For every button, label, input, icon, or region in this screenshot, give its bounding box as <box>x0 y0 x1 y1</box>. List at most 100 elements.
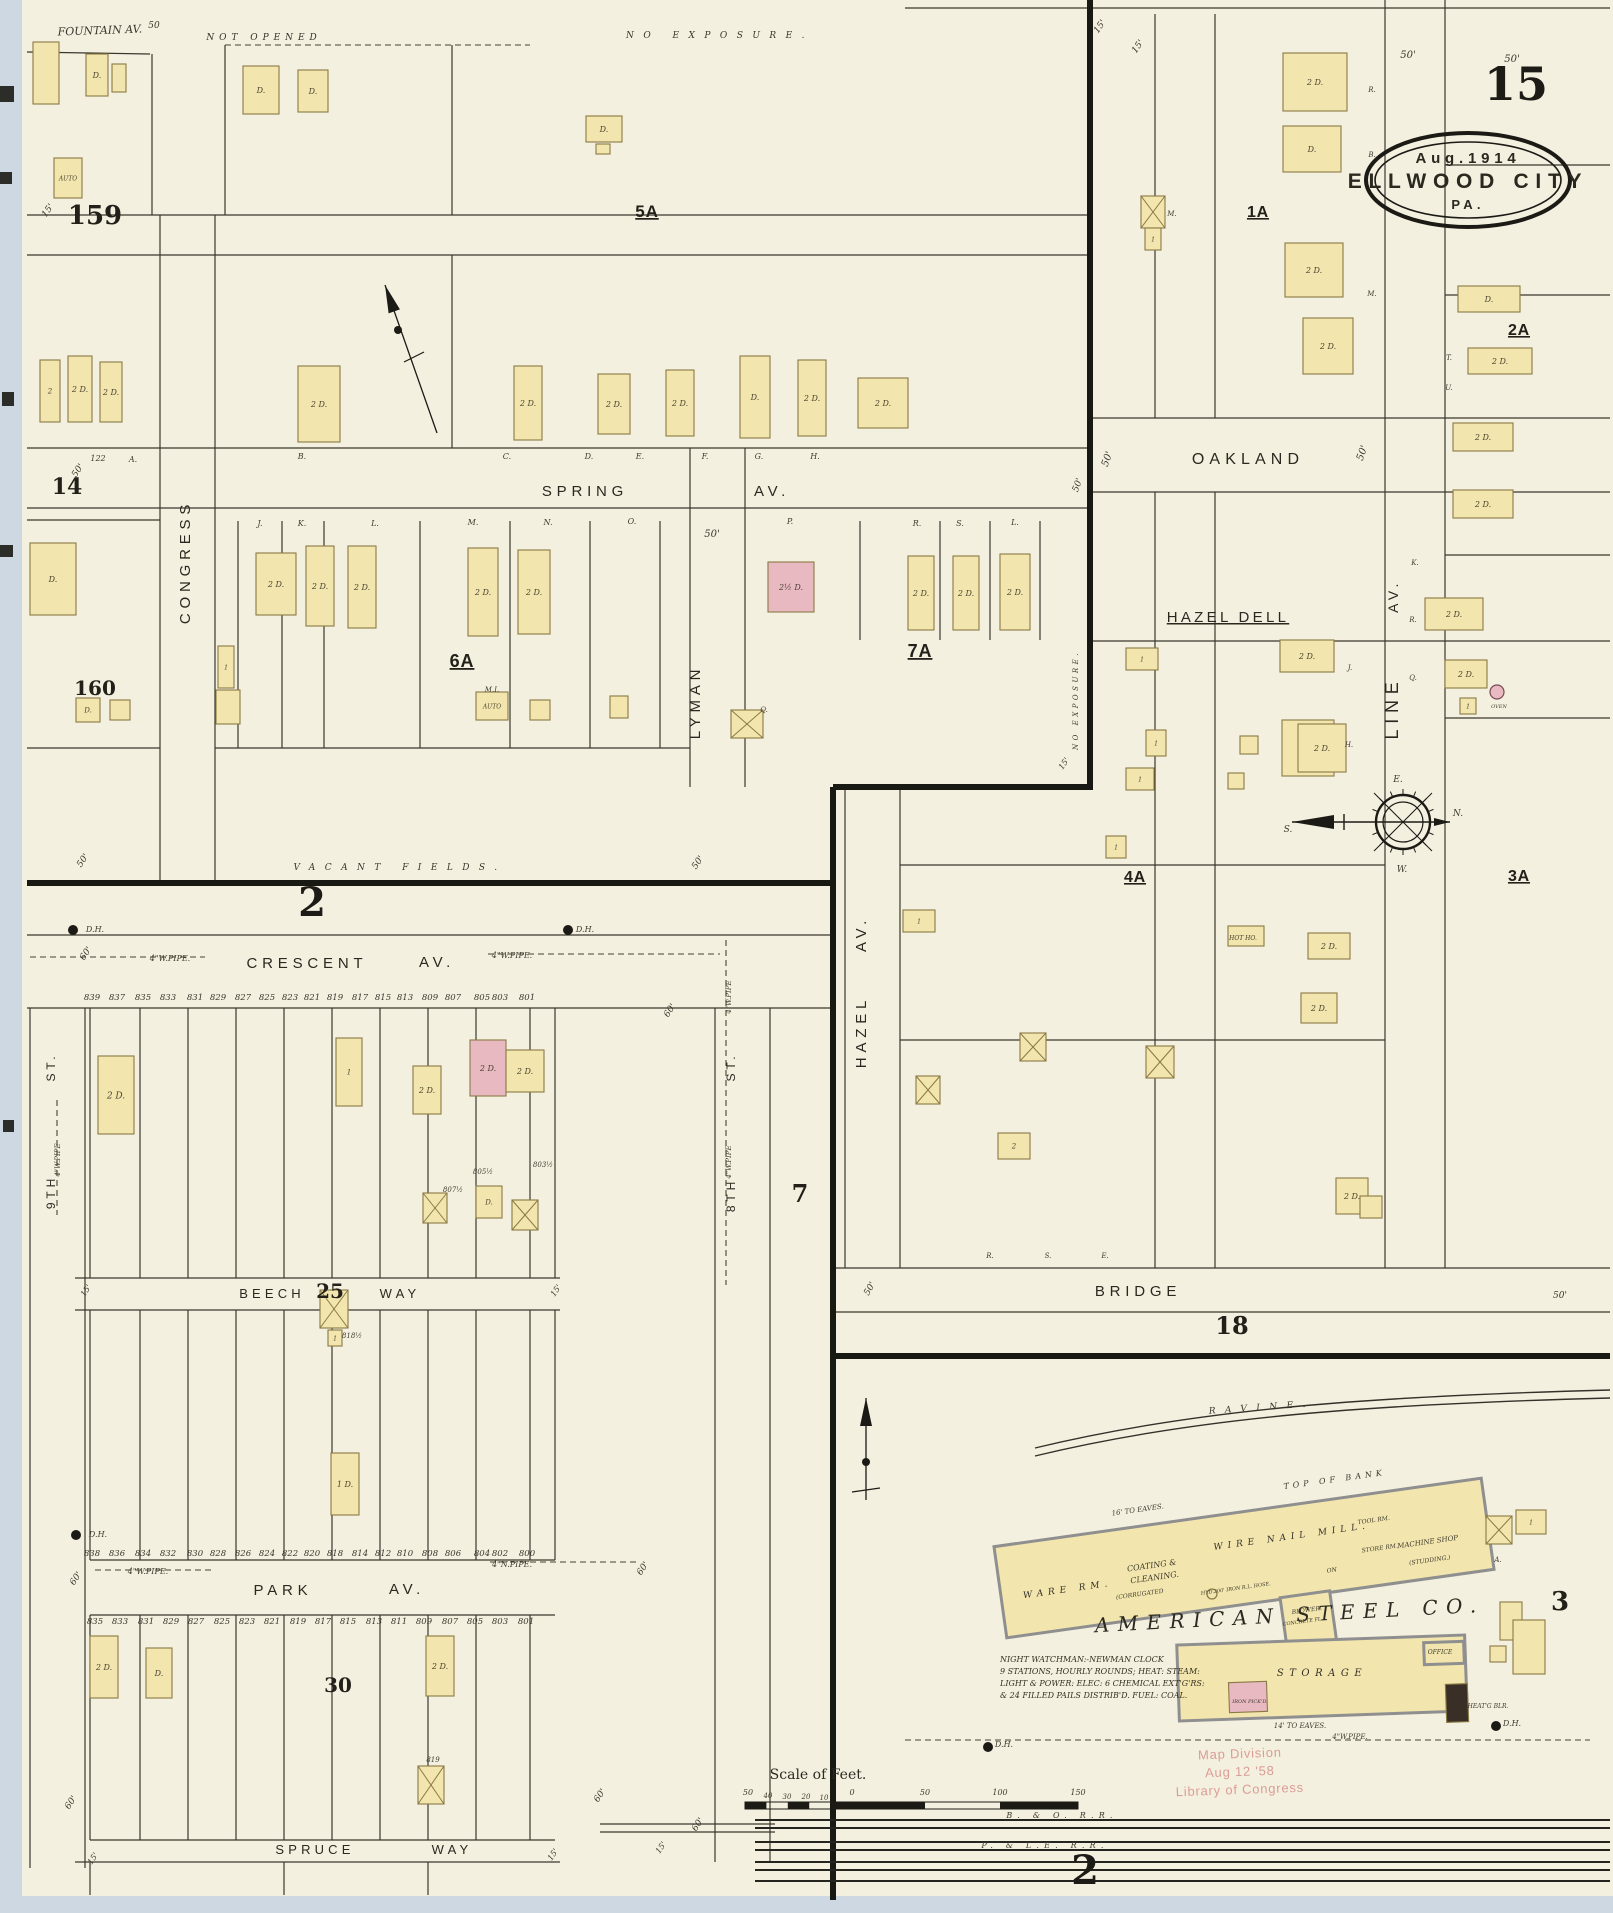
frame-dwelling-group: 1 <box>1145 729 1167 757</box>
frame-dwelling-group: 1 <box>1515 1509 1547 1535</box>
map-label: 50 <box>148 21 160 31</box>
map-label: 50' <box>1553 1291 1567 1301</box>
barn-building-group <box>1485 1515 1513 1545</box>
house-number: 819 <box>290 1617 307 1627</box>
frame-dwelling <box>1515 1509 1547 1535</box>
frame-dwelling <box>1284 242 1344 298</box>
building-label: 2 D. <box>311 582 328 591</box>
map-label: NIGHT WATCHMAN:-NEWMAN CLOCK <box>999 1655 1165 1664</box>
frame-dwelling <box>475 691 509 721</box>
frame-dwelling <box>330 1452 360 1516</box>
map-label: D.H. <box>575 925 594 934</box>
north-arrow-head <box>385 285 400 314</box>
oven-icon <box>1489 684 1505 700</box>
building-label: 1 <box>1140 656 1144 663</box>
map-label: 8TH <box>724 1178 738 1212</box>
house-number: 805 <box>474 993 490 1003</box>
frame-dwelling <box>215 689 241 725</box>
map-label: 50' <box>1355 444 1371 462</box>
frame-dwelling <box>97 1055 135 1135</box>
map-label: 20 <box>801 1793 811 1801</box>
frame-dwelling <box>32 41 60 105</box>
map-label: T. <box>1446 354 1452 362</box>
house-number: 820 <box>304 1549 321 1559</box>
map-label: P. & L.E. R.R. <box>980 1841 1108 1850</box>
building-label: 2 D. <box>957 589 974 598</box>
compass-ray <box>1412 791 1417 798</box>
building-label: D. <box>256 86 266 95</box>
map-label: FOUNTAIN AV. <box>56 23 142 39</box>
frame-dwelling <box>467 547 499 637</box>
frame-dwelling <box>1125 767 1155 791</box>
map-label: AV. <box>853 916 870 952</box>
map-label: D. <box>584 452 594 461</box>
map-label: HAZEL <box>853 996 870 1068</box>
map-label: WAY <box>432 1842 473 1857</box>
map-label: 818½ <box>342 1332 362 1340</box>
house-number: 807 <box>445 993 462 1003</box>
map-label: D.H. <box>88 1530 107 1539</box>
frame-dwelling-group <box>529 699 551 721</box>
house-number: 831 <box>138 1617 154 1627</box>
barn-building-group <box>1140 195 1166 229</box>
frame-dwelling <box>1444 659 1488 689</box>
building-label: 2 D. <box>525 588 542 597</box>
north-arrow-tick <box>403 351 425 363</box>
barn-cross-mark <box>1019 1032 1047 1062</box>
scale-bar-segment <box>1000 1802 1078 1809</box>
frame-dwelling-group: 2 D. <box>97 1055 135 1135</box>
frame-dwelling-group: 2 D. <box>1279 639 1335 673</box>
frame-dwelling-group: 2 D. <box>999 553 1031 631</box>
map-label: 50' <box>1504 54 1519 65</box>
title-oval-outer <box>1364 131 1572 229</box>
house-number: 807 <box>442 1617 459 1627</box>
frame-dwelling-group: 2 D. <box>1302 317 1354 375</box>
house-number: 830 <box>187 1549 204 1559</box>
house-number: 818 <box>327 1549 344 1559</box>
map-label: AV. <box>389 1581 425 1598</box>
map-label: ST. <box>724 1053 738 1082</box>
frame-dwelling-group <box>1227 772 1245 790</box>
map-label: 122 <box>90 454 105 463</box>
frame-dwelling <box>53 157 83 199</box>
frame-dwelling <box>505 1049 545 1093</box>
frame-dwelling-group: 2 D. <box>1282 52 1348 112</box>
barn-building-group <box>511 1199 539 1231</box>
map-label: 0 <box>849 1788 854 1797</box>
frame-dwelling-group: 2 D. <box>665 369 695 437</box>
barn-cross-mark <box>417 1765 445 1805</box>
frame-dwelling <box>242 65 280 115</box>
house-number: 825 <box>214 1617 230 1627</box>
map-label: SPRUCE <box>275 1842 354 1857</box>
map-label: D.H. <box>1502 1719 1521 1728</box>
compass-ray <box>1372 831 1379 836</box>
north-arrow-dot <box>862 1458 870 1466</box>
frame-dwelling-group: 2 D. <box>305 545 335 627</box>
house-number: 831 <box>187 993 203 1003</box>
map-label: 4"W.PIPE <box>725 1145 733 1179</box>
map-label: K. <box>297 519 307 528</box>
map-label: CONCRETE FL. <box>1282 1616 1323 1628</box>
compass-letter: S. <box>1284 825 1293 835</box>
frame-dwelling-group: 2 D. <box>1297 723 1347 773</box>
building-label: 2 D. <box>874 399 891 408</box>
building-label: 2 D. <box>671 399 688 408</box>
building-label: D. <box>92 71 102 80</box>
title-oval-text: PA. <box>1451 197 1484 212</box>
map-label: LYMAN <box>687 665 704 740</box>
map-label: 5A <box>635 202 658 221</box>
map-label: N. <box>542 518 552 527</box>
scan-artifact <box>0 545 13 557</box>
map-label: & 24 FILLED PAILS DISTRIB'D. FUEL: COAL. <box>1000 1691 1187 1700</box>
frame-dwelling-group <box>609 695 629 719</box>
map-label: D.H. <box>85 925 104 934</box>
house-number: 808 <box>422 1549 439 1559</box>
building-label: D. <box>83 707 92 715</box>
building-label: 1 <box>347 1069 351 1077</box>
frame-dwelling-group: 2 <box>39 359 61 423</box>
scale-bar-segment <box>830 1802 852 1809</box>
map-label: IRON PICK'D. <box>1231 1699 1268 1705</box>
frame-dwelling-group: 2 D. <box>1307 932 1351 960</box>
frame-dwelling <box>111 63 127 93</box>
